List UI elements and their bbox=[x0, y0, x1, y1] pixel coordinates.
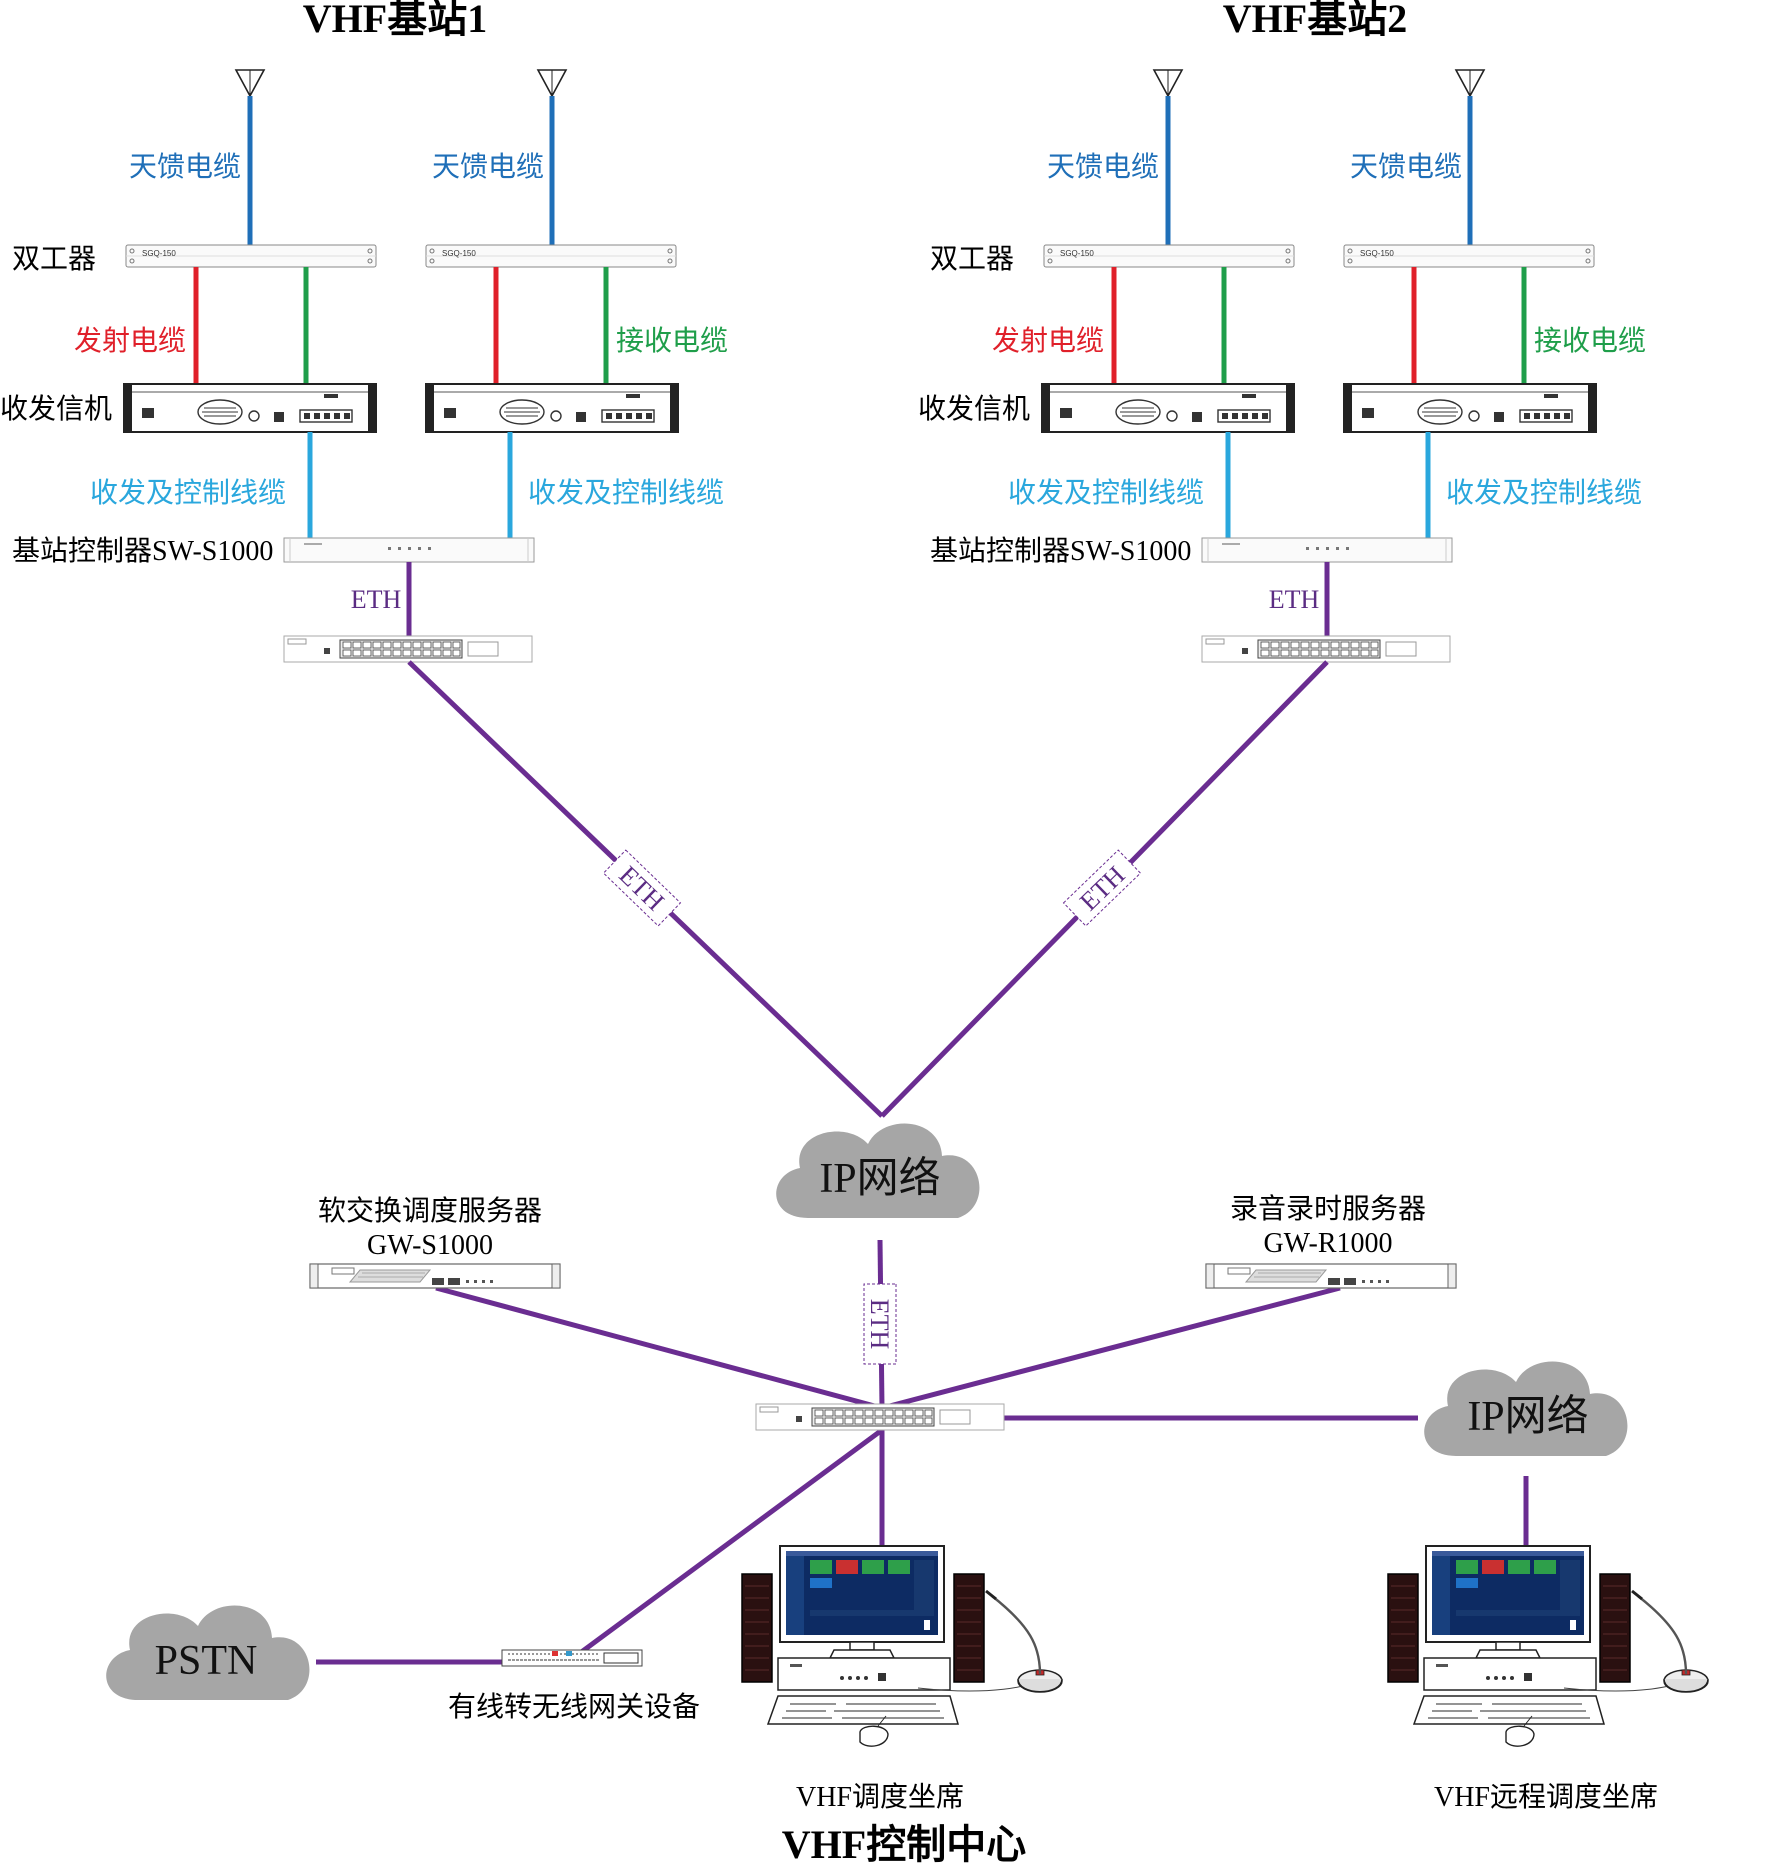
gateway-label: 有线转无线网关设备 bbox=[448, 1691, 700, 1723]
control-cable-label: 收发及控制线缆 bbox=[1446, 477, 1642, 509]
vhf-console-workstation: VHF调度坐席 bbox=[740, 1544, 1064, 1813]
controller-label: 基站控制器SW-S1000 bbox=[930, 535, 1191, 567]
transmit-cable-label: 发射电缆 bbox=[74, 325, 186, 357]
receive-cable-label: 接收电缆 bbox=[616, 325, 728, 357]
vhf-station-2: VHF基站2 天馈电缆 天馈电缆 双工器 SGQ-150 SGQ-150 发射电… bbox=[918, 0, 1646, 663]
console-label: VHF调度坐席 bbox=[796, 1781, 964, 1813]
base-station-controller-device bbox=[1201, 537, 1453, 563]
station-title: VHF基站1 bbox=[303, 0, 487, 41]
vhf-remote-console-workstation: VHF远程调度坐席 bbox=[1386, 1544, 1710, 1813]
antenna-cable-label: 天馈电缆 bbox=[1047, 151, 1159, 183]
eth-tag-center: ETH bbox=[863, 1283, 897, 1365]
remote-ip-network-cloud: IP网络 bbox=[1424, 1361, 1628, 1456]
wired-to-wireless-gateway: 有线转无线网关设备 bbox=[448, 1649, 700, 1723]
workstation-icon bbox=[740, 1544, 1064, 1748]
softswitch-server: 软交换调度服务器 GW-S1000 bbox=[309, 1195, 561, 1289]
server-device bbox=[1205, 1263, 1457, 1289]
remote-ip-network-label: IP网络 bbox=[1467, 1393, 1588, 1440]
transceiver-label: 收发信机 bbox=[918, 393, 1030, 425]
duplexer-model: SGQ-150 bbox=[442, 249, 476, 258]
transceiver-device bbox=[1041, 383, 1295, 433]
ip-network-cloud: IP网络 bbox=[776, 1123, 980, 1218]
eth-label: ETH bbox=[351, 585, 402, 614]
antenna-icon bbox=[1153, 69, 1183, 97]
receive-cable-label: 接收电缆 bbox=[1534, 325, 1646, 357]
vhf-station-1: VHF基站1 天馈电缆 天馈电缆 双工器 SGQ-150 SGQ-150 发射电… bbox=[0, 0, 728, 663]
eth-tag-right: ETH bbox=[1062, 849, 1142, 927]
eth-tag-left: ETH bbox=[602, 849, 682, 927]
control-cable-label: 收发及控制线缆 bbox=[90, 477, 286, 509]
recorder-server: 录音录时服务器 GW-R1000 bbox=[1205, 1193, 1457, 1289]
transmit-cable-label: 发射电缆 bbox=[992, 325, 1104, 357]
pstn-label: PSTN bbox=[155, 1638, 258, 1684]
antenna-cable-label: 天馈电缆 bbox=[1350, 151, 1462, 183]
eth-label: ETH bbox=[1269, 585, 1320, 614]
duplexer-model: SGQ-150 bbox=[142, 249, 176, 258]
recorder-name: 录音录时服务器 bbox=[1230, 1193, 1426, 1225]
transceiver-device bbox=[425, 383, 679, 433]
eth-label: ETH bbox=[865, 1299, 894, 1350]
transceiver-device bbox=[1343, 383, 1597, 433]
softswitch-model: GW-S1000 bbox=[367, 1230, 493, 1261]
workstation-icon bbox=[1386, 1544, 1710, 1748]
antenna-cable-label: 天馈电缆 bbox=[432, 151, 544, 183]
duplexer-model: SGQ-150 bbox=[1060, 249, 1094, 258]
duplexer-model: SGQ-150 bbox=[1360, 249, 1394, 258]
recorder-model: GW-R1000 bbox=[1263, 1228, 1392, 1259]
duplexer-label: 双工器 bbox=[930, 244, 1014, 275]
network-switch-device bbox=[1201, 635, 1451, 663]
antenna-icon bbox=[537, 69, 567, 97]
control-center-title: VHF控制中心 bbox=[782, 1822, 1026, 1866]
transceiver-label: 收发信机 bbox=[0, 393, 112, 425]
controller-label: 基站控制器SW-S1000 bbox=[12, 535, 273, 567]
control-cable-label: 收发及控制线缆 bbox=[1008, 477, 1204, 509]
central-switch-device bbox=[755, 1403, 1005, 1431]
backbone-links bbox=[316, 660, 1529, 1665]
duplexer-label: 双工器 bbox=[12, 244, 96, 275]
softswitch-name: 软交换调度服务器 bbox=[318, 1195, 542, 1227]
antenna-icon bbox=[1455, 69, 1485, 97]
antenna-cable-label: 天馈电缆 bbox=[129, 151, 241, 183]
transceiver-device bbox=[123, 383, 377, 433]
network-switch-device bbox=[283, 635, 533, 663]
remote-console-label: VHF远程调度坐席 bbox=[1434, 1781, 1658, 1813]
ip-network-label: IP网络 bbox=[819, 1155, 940, 1202]
control-cable-label: 收发及控制线缆 bbox=[528, 477, 724, 509]
server-device bbox=[309, 1263, 561, 1289]
base-station-controller-device bbox=[283, 537, 535, 563]
station-title: VHF基站2 bbox=[1223, 0, 1407, 41]
antenna-icon bbox=[235, 69, 265, 97]
pstn-cloud: PSTN bbox=[106, 1605, 310, 1700]
